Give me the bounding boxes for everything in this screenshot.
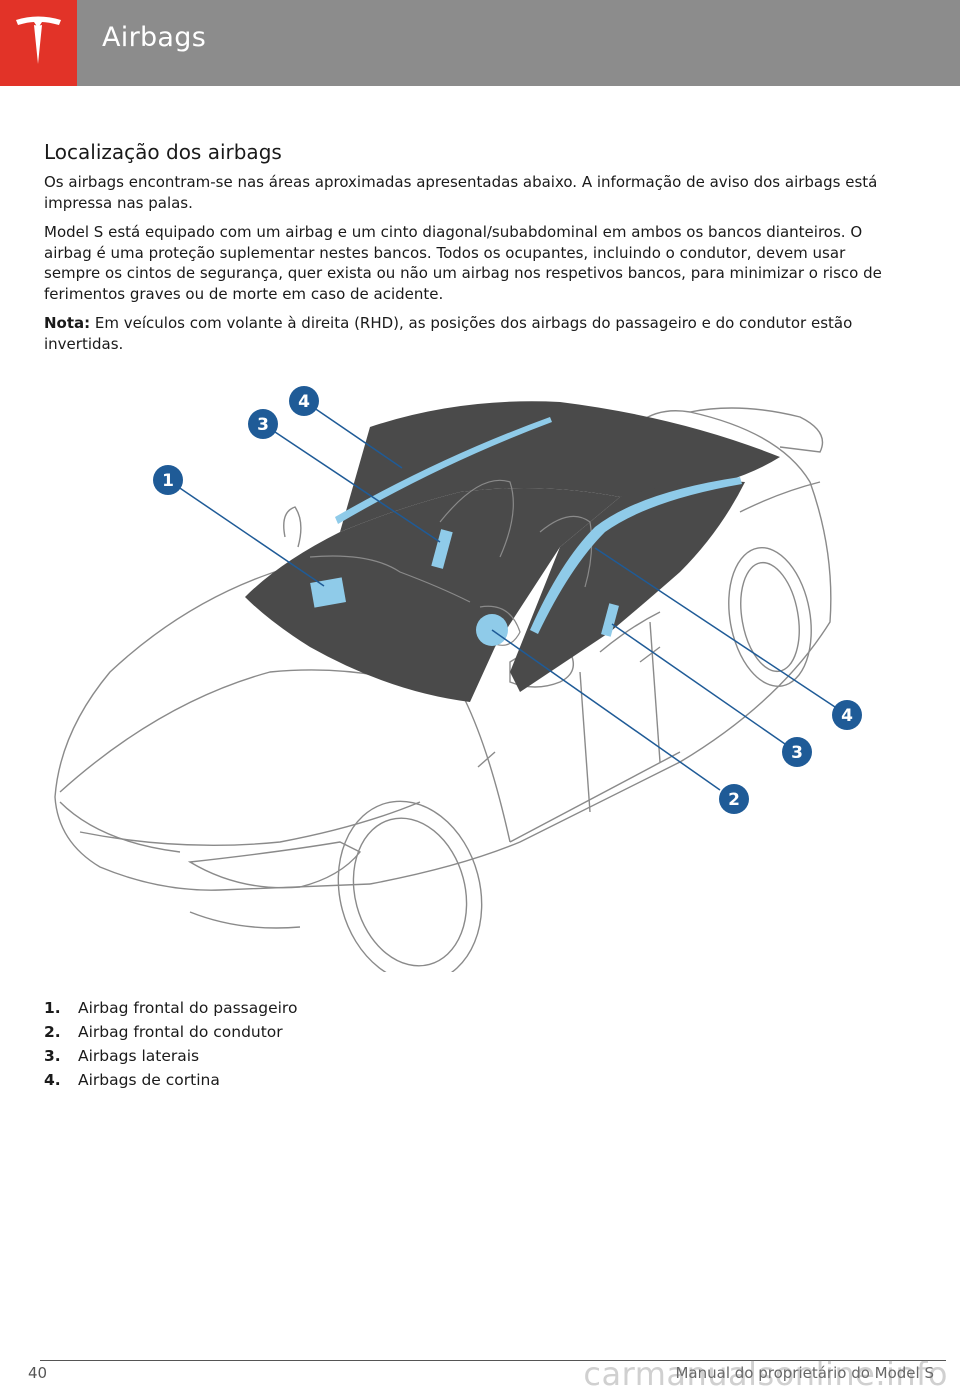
tesla-logo-icon bbox=[12, 14, 65, 70]
note-paragraph: Nota: Em veículos com volante à direita … bbox=[44, 313, 884, 354]
callout-4-bottom: 4 bbox=[832, 700, 862, 730]
note-text: Em veículos com volante à direita (RHD),… bbox=[44, 314, 852, 353]
paragraph-model-s: Model S está equipado com um airbag e um… bbox=[44, 222, 884, 304]
airbag-legend: 1.Airbag frontal do passageiro 2.Airbag … bbox=[44, 996, 297, 1092]
svg-text:2: 2 bbox=[728, 790, 740, 810]
page-title: Airbags bbox=[102, 22, 206, 53]
svg-text:3: 3 bbox=[791, 743, 803, 763]
svg-text:3: 3 bbox=[257, 415, 269, 435]
content: Localização dos airbags Os airbags encon… bbox=[44, 140, 884, 363]
car-airbag-illustration: 1 3 4 2 3 4 bbox=[40, 372, 880, 972]
legend-item: 1.Airbag frontal do passageiro bbox=[44, 996, 297, 1020]
header-bar: Airbags bbox=[0, 0, 960, 86]
svg-text:4: 4 bbox=[298, 392, 310, 412]
callout-1: 1 bbox=[153, 465, 183, 495]
paragraph-intro: Os airbags encontram-se nas áreas aproxi… bbox=[44, 172, 884, 213]
callout-4-top: 4 bbox=[289, 386, 319, 416]
callout-3-bottom: 3 bbox=[782, 737, 812, 767]
callout-2: 2 bbox=[719, 784, 749, 814]
legend-item: 4.Airbags de cortina bbox=[44, 1068, 297, 1092]
svg-text:1: 1 bbox=[162, 471, 174, 491]
logo-box bbox=[0, 0, 77, 86]
note-label: Nota: bbox=[44, 314, 90, 332]
svg-text:4: 4 bbox=[841, 706, 853, 726]
section-title: Localização dos airbags bbox=[44, 140, 884, 164]
callout-3-top: 3 bbox=[248, 409, 278, 439]
watermark: carmanualsonline.info bbox=[583, 1355, 948, 1393]
legend-item: 3.Airbags laterais bbox=[44, 1044, 297, 1068]
legend-item: 2.Airbag frontal do condutor bbox=[44, 1020, 297, 1044]
car-diagram: 1 3 4 2 3 4 bbox=[40, 372, 880, 972]
page-number: 40 bbox=[28, 1364, 47, 1382]
